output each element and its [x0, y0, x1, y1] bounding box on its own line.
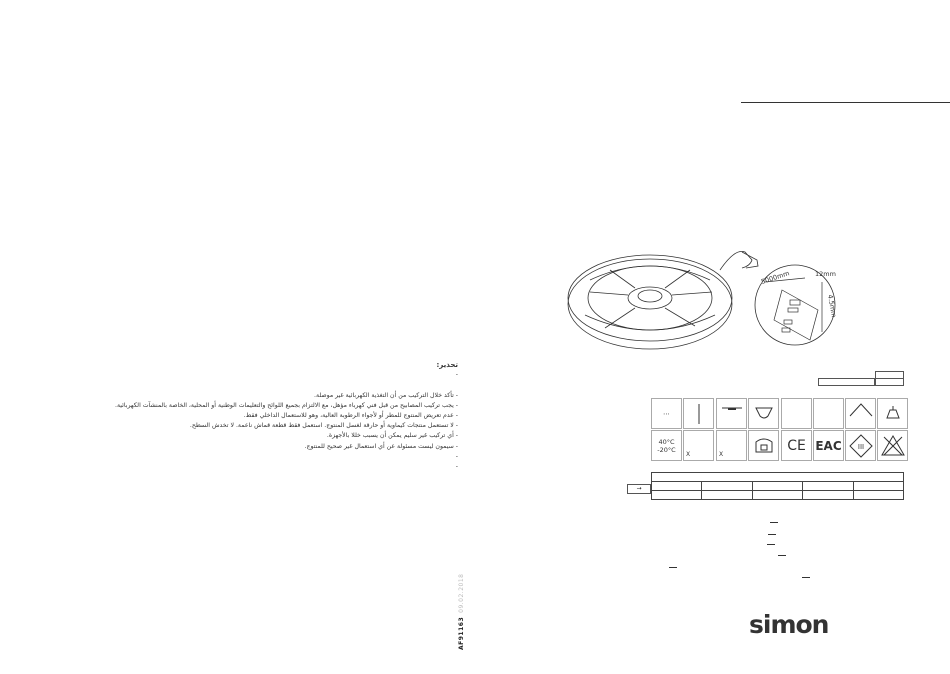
dc-symbol — [669, 567, 677, 570]
warning-line: - تأكد خلال التركيب من أن التغذية الكهرب… — [314, 391, 458, 399]
no-insulation-icon — [877, 430, 908, 461]
beam-icon — [748, 398, 779, 429]
temp-low: -20°C — [657, 445, 676, 454]
table-cell — [651, 472, 904, 482]
surface-icon — [716, 398, 747, 429]
blank-icon — [781, 398, 812, 429]
temperature-icon: 40°C -20°C — [651, 430, 682, 461]
spec-cell — [818, 378, 875, 386]
placeholder-icon: ⋯ — [651, 398, 682, 429]
table-cell — [802, 490, 854, 500]
mounting-icon — [683, 398, 714, 429]
warning-line: - أي تركيب غير سليم يمكن أن يسبب خللا با… — [326, 432, 458, 440]
width-label: 12mm — [815, 270, 836, 278]
roof-icon — [845, 398, 876, 429]
temp-high: 40°C — [658, 437, 675, 446]
warning-line: - — [455, 463, 458, 471]
dc-symbol — [770, 522, 778, 525]
table-cell — [650, 481, 703, 491]
table-cell — [802, 481, 854, 491]
warning-line — [38, 380, 458, 390]
table-cell — [701, 481, 753, 491]
lamp-icon — [877, 398, 908, 429]
warning-line: - سيمون ليست مسئولة عن أي استعمال غير صح… — [304, 442, 458, 450]
ref-date: 09.02.2018 — [458, 573, 465, 613]
warning-line: - يجب تركيب المصابيح من قبل فني كهرباء م… — [115, 401, 458, 409]
spec-table — [650, 472, 905, 500]
led-reel-illustration: 5000mm 12mm 4.5mm — [567, 251, 838, 350]
table-cell — [852, 490, 905, 500]
simon-logo: simon — [749, 610, 829, 639]
warning-title: تحذير: — [436, 361, 459, 369]
ref-code: AF91163 — [458, 616, 465, 650]
mark-x: X — [719, 451, 724, 458]
dc-symbol — [767, 544, 775, 547]
dc-symbol — [768, 534, 776, 537]
driver-icon — [748, 430, 779, 461]
table-cell — [751, 490, 804, 500]
warning-line: - لا تستعمل منتجات كيماوية أو حارقة لغسل… — [189, 422, 458, 430]
height-label: 4.5mm — [826, 294, 838, 318]
eac-mark-icon: EAC — [813, 430, 844, 461]
table-cell — [751, 481, 804, 491]
warning-block: تحذير: - - تأكد خلال التركيب من أن التغذ… — [38, 360, 458, 472]
spec-cell — [875, 378, 904, 386]
arrow-cell: → — [627, 484, 651, 494]
table-cell — [852, 481, 905, 491]
warning-line: - — [455, 371, 458, 379]
warning-line: - — [455, 452, 458, 460]
mark-cell: X — [683, 430, 714, 461]
warning-line: - عدم تعريض المنتوج للمطر أو لأجواء الرط… — [243, 412, 458, 420]
dc-symbol — [802, 577, 810, 580]
ce-mark-icon: CE — [781, 430, 812, 461]
table-cell — [650, 490, 703, 500]
reference-code: AF91163 09.02.2018 — [458, 574, 465, 650]
table-cell — [701, 490, 753, 500]
blank-icon — [813, 398, 844, 429]
dc-symbol — [778, 555, 786, 558]
top-rule — [741, 102, 950, 103]
class-iii-icon: III — [845, 430, 876, 461]
mark-cell: X — [716, 430, 747, 461]
class-text: III — [857, 443, 863, 451]
mark-x: X — [686, 451, 691, 458]
